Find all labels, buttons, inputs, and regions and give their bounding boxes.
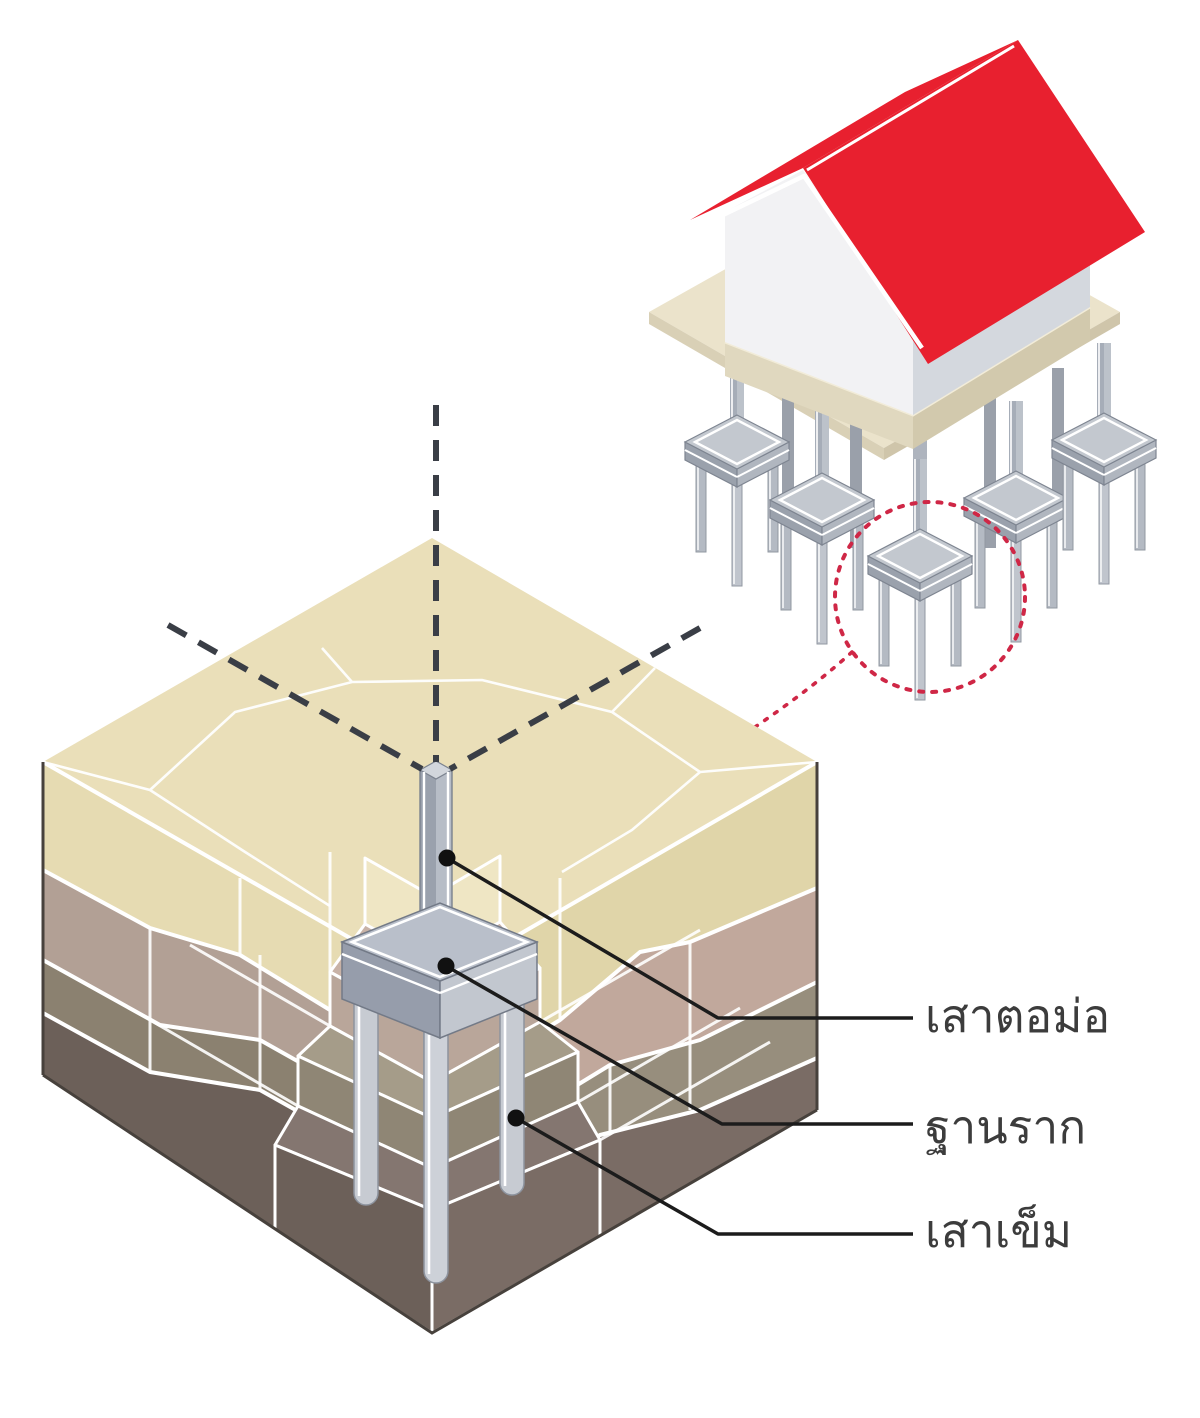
pile-group [1050,341,1158,586]
pile-left [353,984,379,1206]
block-outline [41,762,819,1335]
axis-dashed-lines [166,405,702,772]
ground-cracks [42,647,818,908]
label-pile: เสาเข็ม [925,1204,1072,1257]
highlight-circle [833,500,1027,694]
callouts: เสาตอม่อ ฐานราก เสาเข็ม [437,849,1110,1257]
soil-cutaway-block [41,538,819,1335]
house-on-piles-illustration [494,40,1158,899]
gable-wall [725,170,913,415]
callout-line-footing [445,964,913,1126]
callout-line-pile [515,1116,913,1236]
soil-layer-2 [43,870,432,1180]
label-pier-column: เสาตอม่อ [925,990,1110,1042]
soil-layer-3 [43,960,432,1238]
roof-white-trim [699,173,924,350]
pile-group-highlighted [866,457,974,702]
label-footing: ฐานราก [925,1101,1086,1155]
step-lines [149,928,771,1142]
pile-front [423,1029,449,1284]
pile-right [499,984,525,1196]
callout-dots [437,849,525,1127]
callout-line-pier [446,856,913,1020]
roof-ridge-line [806,44,1015,172]
roof [690,40,1145,364]
